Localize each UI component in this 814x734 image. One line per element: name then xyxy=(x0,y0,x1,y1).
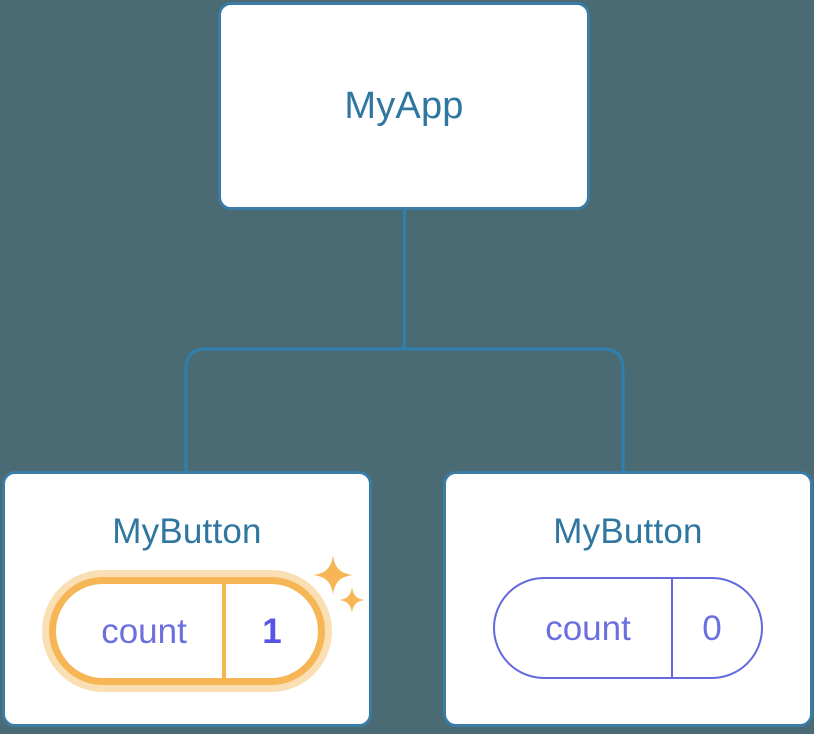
node-title-root: MyApp xyxy=(344,85,464,127)
connector-bus-right xyxy=(404,347,625,471)
state-pill-wrapper-right: count 0 xyxy=(493,577,763,679)
node-card-child-left[interactable]: MyButton count 1 xyxy=(2,471,372,727)
node-card-root[interactable]: MyApp xyxy=(218,2,590,210)
sparkle-small-icon xyxy=(339,587,365,613)
sparkle-large-icon xyxy=(313,555,353,595)
state-pill-wrapper-left: count 1 xyxy=(49,555,365,685)
node-card-child-right[interactable]: MyButton count 0 xyxy=(443,471,813,727)
connector-bus-left xyxy=(184,347,405,471)
state-key-left: count xyxy=(56,584,226,678)
state-key-right: count xyxy=(495,579,673,677)
state-value-right: 0 xyxy=(702,608,722,648)
state-pill-left[interactable]: count 1 xyxy=(49,577,325,685)
state-pill-right[interactable]: count 0 xyxy=(493,577,763,679)
node-title-child-left: MyButton xyxy=(112,512,262,551)
state-value-left: 1 xyxy=(262,611,282,651)
node-title-child-right: MyButton xyxy=(553,512,703,551)
sparkle-group xyxy=(313,555,373,629)
